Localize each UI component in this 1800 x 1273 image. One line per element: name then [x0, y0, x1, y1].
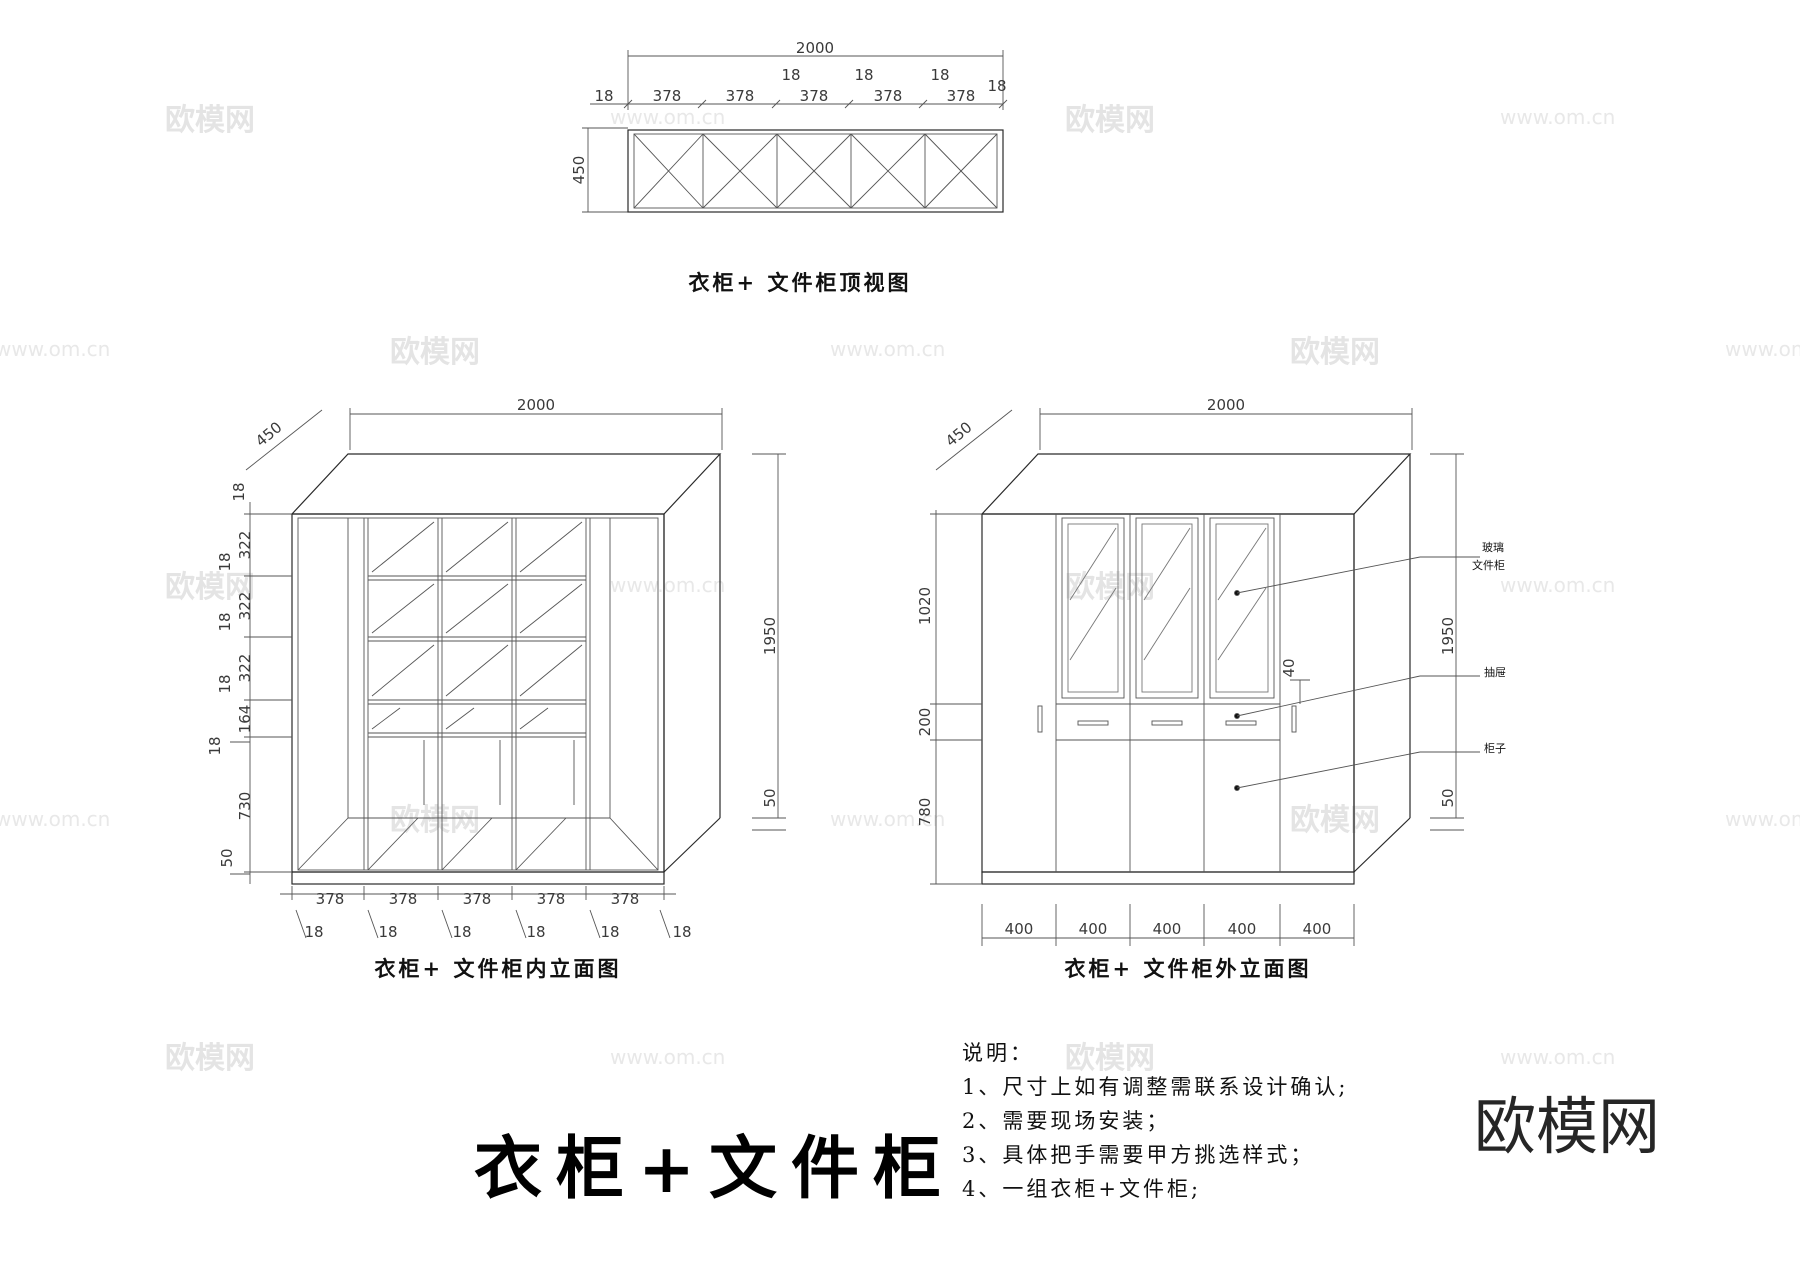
- dim-upper: 1020: [916, 587, 934, 625]
- dim-shelf-gap: 322: [236, 654, 254, 683]
- inner-elevation-title: 衣柜+ 文件柜内立面图: [375, 956, 622, 981]
- drawing-title: 衣柜+文件柜: [474, 1129, 955, 1209]
- watermark-site: www.om.cn: [610, 573, 725, 597]
- top-view-title: 衣柜+ 文件柜顶视图: [689, 270, 912, 295]
- note-item: 2、需要现场安装；: [962, 1109, 1170, 1133]
- inner-elevation: 2000 450: [206, 396, 786, 981]
- dim-overall-width: 2000: [1207, 396, 1245, 414]
- watermark-brand: 欧模网: [165, 1041, 255, 1076]
- dim-panel: 18: [216, 552, 234, 571]
- dim-drawer-gap: 164: [236, 705, 254, 734]
- dim-bay: 378: [316, 890, 345, 908]
- dim-overall-width: 2000: [517, 396, 555, 414]
- watermark-brand: 欧模网: [165, 570, 255, 605]
- dim-panel: 18: [600, 923, 619, 941]
- dim-base: 50: [761, 788, 779, 807]
- dim-panel: 18: [672, 923, 691, 941]
- dim-panel: 18: [304, 923, 323, 941]
- watermark-brand: 欧模网: [1065, 103, 1155, 138]
- dim-bay: 378: [726, 87, 755, 105]
- note-item: 3、具体把手需要甲方挑选样式；: [962, 1143, 1314, 1167]
- watermark-site: www.om.cn: [0, 807, 110, 831]
- dim-kick: 50: [218, 848, 236, 867]
- watermark-brand: 欧模网: [1065, 1041, 1155, 1076]
- dim-panel: 18: [781, 66, 800, 84]
- dim-panel: 18: [216, 674, 234, 693]
- dim-reveal: 40: [1280, 658, 1298, 677]
- dim-bay: 378: [611, 890, 640, 908]
- dim-panel: 18: [854, 66, 873, 84]
- label-cabinet: 柜子: [1484, 742, 1506, 755]
- label-glass: 玻璃: [1482, 540, 1504, 554]
- watermark-site: www.om.cn: [1725, 337, 1800, 361]
- dim-middle: 200: [916, 708, 934, 737]
- dim-panel: 18: [230, 482, 248, 501]
- watermark-site: www.om.cn: [610, 1045, 725, 1069]
- dim-panel: 18: [526, 923, 545, 941]
- watermark-brand: 欧模网: [165, 103, 255, 138]
- watermark-site: www.om.cn: [610, 105, 725, 129]
- dim-door-width: 400: [1005, 920, 1034, 938]
- dim-panel: 18: [452, 923, 471, 941]
- dim-bay: 378: [389, 890, 418, 908]
- dim-door-width: 400: [1079, 920, 1108, 938]
- watermark-layer: 欧模网 欧模网 www.om.cn www.om.cn 欧模网 欧模网 www.…: [0, 103, 1800, 1076]
- watermark-site: www.om.cn: [1500, 105, 1615, 129]
- dim-height: 1950: [1439, 617, 1457, 655]
- watermark-site: www.om.cn: [1500, 573, 1615, 597]
- dim-door-width: 400: [1303, 920, 1332, 938]
- dim-bay: 378: [947, 87, 976, 105]
- label-drawer: 抽屉: [1484, 665, 1506, 679]
- outer-elevation: 2000 450: [916, 396, 1506, 981]
- dim-panel: 18: [378, 923, 397, 941]
- dim-bay: 378: [874, 87, 903, 105]
- dim-depth: 450: [252, 418, 286, 450]
- watermark-brand: 欧模网: [390, 335, 480, 370]
- dim-panel: 18: [594, 87, 613, 105]
- note-item: 1、尺寸上如有调整需联系设计确认;: [962, 1075, 1348, 1099]
- dim-lower: 780: [916, 798, 934, 827]
- dim-bay: 378: [800, 87, 829, 105]
- dim-door-width: 400: [1153, 920, 1182, 938]
- watermark-brand: 欧模网: [1290, 803, 1380, 838]
- dim-height: 1950: [761, 617, 779, 655]
- dim-base: 50: [1439, 788, 1457, 807]
- note-item: 4、一组衣柜+文件柜;: [962, 1177, 1201, 1201]
- dim-depth: 450: [942, 418, 976, 450]
- dim-shelf-gap: 322: [236, 531, 254, 560]
- notes-heading: 说明：: [962, 1041, 1034, 1065]
- dim-panel: 18: [930, 66, 949, 84]
- watermark-site: www.om.cn: [830, 337, 945, 361]
- dim-panel: 18: [206, 736, 224, 755]
- watermark-brand: 欧模网: [1290, 335, 1380, 370]
- dim-bay: 378: [463, 890, 492, 908]
- outer-elevation-title: 衣柜+ 文件柜外立面图: [1065, 956, 1312, 981]
- watermark-site: www.om.cn: [1500, 1045, 1615, 1069]
- watermark-brand: 欧模网: [1065, 570, 1155, 605]
- label-file-cabinet: 文件柜: [1472, 558, 1505, 572]
- watermark-site: www.om.cn: [830, 807, 945, 831]
- dim-bay: 378: [653, 87, 682, 105]
- dim-depth: 450: [570, 156, 588, 185]
- dim-bay: 378: [537, 890, 566, 908]
- watermark-site: www.om.cn: [1725, 807, 1800, 831]
- top-view: 2000 18 378 378 18 378 18 378 18 378 18 …: [570, 39, 1008, 295]
- dim-lower-gap: 730: [236, 792, 254, 821]
- dim-panel: 18: [216, 612, 234, 631]
- notes-block: 说明： 1、尺寸上如有调整需联系设计确认; 2、需要现场安装； 3、具体把手需要…: [962, 1041, 1348, 1201]
- dim-panel: 18: [987, 77, 1006, 95]
- watermark-site: www.om.cn: [0, 337, 110, 361]
- dim-shelf-gap: 322: [236, 592, 254, 621]
- site-logo: 欧模网: [1474, 1090, 1660, 1163]
- dim-door-width: 400: [1228, 920, 1257, 938]
- dim-overall-width: 2000: [796, 39, 834, 57]
